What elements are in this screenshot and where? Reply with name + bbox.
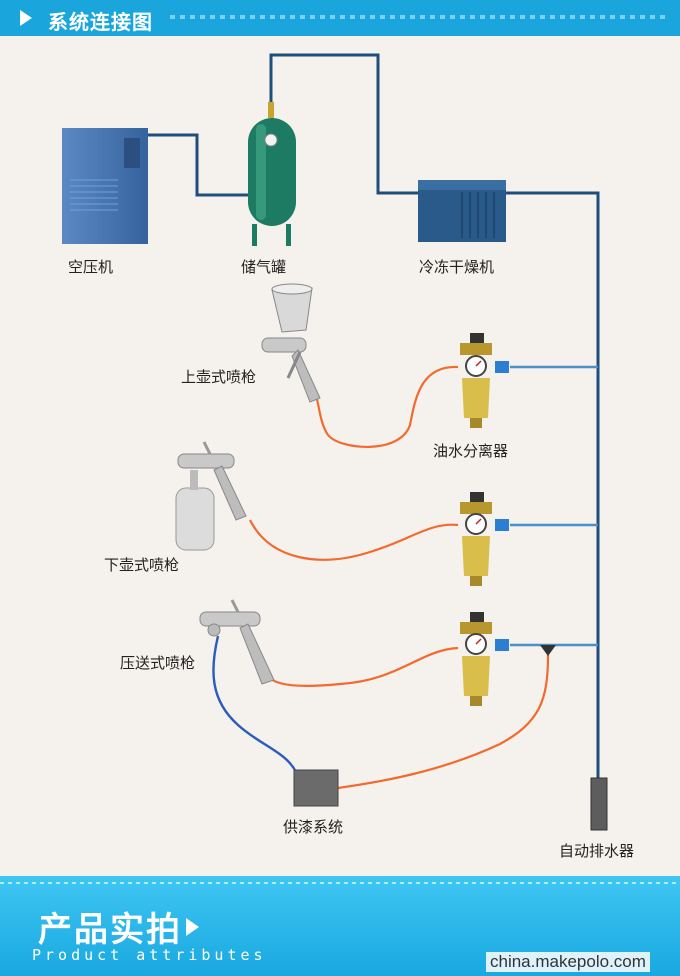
play-arrow-icon <box>186 918 199 936</box>
banner-divider <box>0 882 680 884</box>
section-header: 系统连接图 <box>0 0 680 36</box>
spray-gun-bottom-cup <box>175 441 247 551</box>
label-top-cup-gun: 上壶式喷枪 <box>181 368 257 386</box>
section-title: 系统连接图 <box>48 10 153 34</box>
spray-gun-top-cup <box>261 283 321 403</box>
air-compressor <box>62 128 148 244</box>
oil-water-separator-1 <box>460 333 509 428</box>
hose-pressure-gun <box>267 646 459 688</box>
paint-supply-box <box>293 769 339 807</box>
tee-fitting <box>540 645 556 656</box>
label-refrigerated-dryer: 冷冻干燥机 <box>419 258 495 276</box>
air-hoses <box>249 365 550 790</box>
oil-water-separator-2 <box>460 492 509 586</box>
refrigerated-dryer <box>418 180 506 242</box>
main-pipes <box>148 53 600 778</box>
label-air-compressor: 空压机 <box>68 258 114 276</box>
hose-paint-supply <box>337 654 550 790</box>
label-paint-supply: 供漆系统 <box>283 818 344 836</box>
label-oil-water-separator: 油水分离器 <box>433 442 509 460</box>
paint-hose <box>212 635 298 773</box>
spray-gun-pressure-feed <box>199 599 275 685</box>
label-air-tank: 储气罐 <box>241 258 287 276</box>
oil-water-separator-3 <box>460 612 556 706</box>
banner-title: 产品实拍 <box>38 910 182 950</box>
air-tank <box>248 102 296 246</box>
play-arrow-icon <box>20 10 32 26</box>
pipe-dryer-drain <box>506 191 600 778</box>
label-bottom-cup-gun: 下壶式喷枪 <box>104 556 180 574</box>
pipe-compressor-tank <box>148 133 248 197</box>
hose-bottom-gun <box>249 519 459 561</box>
auto-drain-device <box>590 777 608 831</box>
connection-diagram <box>62 53 608 831</box>
label-auto-drain: 自动排水器 <box>559 842 635 860</box>
banner-subtitle: Product attributes <box>32 946 267 964</box>
pipe-tank-dryer <box>269 53 418 195</box>
watermark-text: china.makepolo.com <box>486 952 650 972</box>
label-pressure-feed-gun: 压送式喷枪 <box>120 654 196 672</box>
branch-pipes <box>510 365 598 647</box>
header-divider <box>170 15 670 19</box>
hose-top-gun <box>311 365 459 449</box>
product-photos-banner: 产品实拍 Product attributes <box>0 876 680 976</box>
